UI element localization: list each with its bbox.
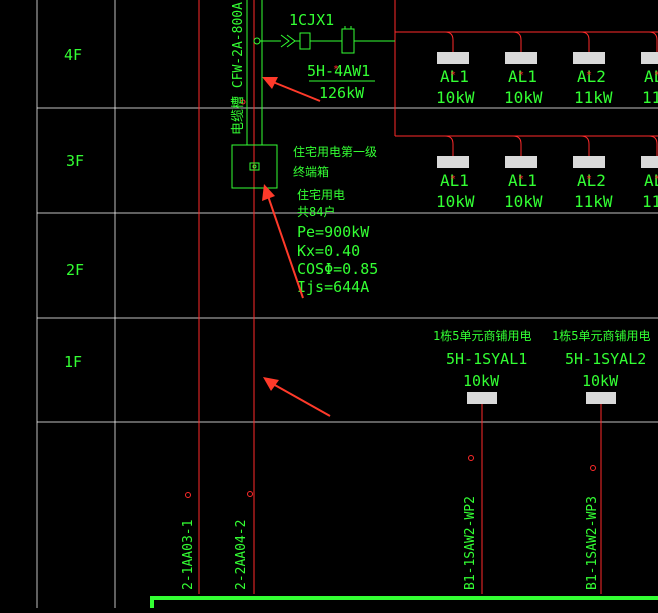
arrow-icon bbox=[273, 384, 330, 416]
arrow-head-icon bbox=[263, 377, 279, 391]
shop-box-power: 10kW bbox=[582, 372, 619, 390]
svg-text:*: * bbox=[333, 64, 339, 75]
load-cos: COSΦ=0.85 bbox=[297, 260, 378, 278]
shop-box-desc: 1栋5单元商铺用电 bbox=[433, 328, 531, 343]
load-title: 住宅用电 bbox=[297, 187, 345, 202]
arrow-head-icon bbox=[262, 184, 275, 201]
floor-labels: 4F 3F 2F 1F bbox=[64, 46, 84, 371]
box-markers: * * * * * * * * * bbox=[333, 64, 658, 185]
feeder-device: 1CJX1 bbox=[289, 11, 334, 29]
circuit-label: 2-1AA03-1 bbox=[181, 520, 196, 590]
riser-cable-label: 电缆槽 CFW-2A-800A bbox=[230, 2, 246, 135]
box-power: 10kW bbox=[436, 88, 475, 107]
load-households: 共84户 bbox=[297, 204, 335, 219]
box-power: 10kW bbox=[436, 192, 475, 211]
svg-text:*: * bbox=[518, 174, 524, 185]
svg-text:*: * bbox=[654, 70, 658, 81]
svg-text:*: * bbox=[518, 70, 524, 81]
shop-box-code: 5H-1SYAL2 bbox=[565, 350, 646, 368]
box-power: 11 bbox=[642, 88, 658, 107]
feeder-power: 126kW bbox=[319, 84, 365, 102]
load-pe: Pe=900kW bbox=[297, 223, 370, 241]
shop-box-power: 10kW bbox=[463, 372, 500, 390]
box-power: 10kW bbox=[504, 88, 543, 107]
load-calculation: 住宅用电 共84户 Pe=900kW Kx=0.40 COSΦ=0.85 Ijs… bbox=[297, 187, 378, 296]
floor-label-3f: 3F bbox=[66, 152, 84, 170]
svg-text:*: * bbox=[586, 174, 592, 185]
box-power: 11 bbox=[642, 192, 658, 211]
arrow-icon bbox=[273, 82, 320, 101]
box-power: 10kW bbox=[504, 192, 543, 211]
circuit-label: B1-1SAW2-WP3 bbox=[585, 496, 600, 590]
circuit-label: B1-1SAW2-WP2 bbox=[463, 496, 478, 590]
floor-boxes-4f: AL1 10kW AL1 10kW AL2 11kW AL 11 bbox=[436, 67, 658, 107]
svg-text:*: * bbox=[654, 174, 658, 185]
circuit-label: 2-2AA04-2 bbox=[234, 520, 249, 590]
floor-label-2f: 2F bbox=[66, 261, 84, 279]
svg-text:*: * bbox=[450, 174, 456, 185]
svg-text:*: * bbox=[586, 70, 592, 81]
box-power: 11kW bbox=[574, 88, 613, 107]
floor-label-4f: 4F bbox=[64, 46, 82, 64]
terminal-box-line2: 终端箱 bbox=[293, 164, 329, 179]
floor-label-1f: 1F bbox=[64, 353, 82, 371]
load-kx: Kx=0.40 bbox=[297, 242, 360, 260]
shop-boxes-1f: 1栋5单元商铺用电 5H-1SYAL1 10kW 1栋5单元商铺用电 5H-1S… bbox=[433, 328, 650, 390]
shop-box-code: 5H-1SYAL1 bbox=[446, 350, 527, 368]
load-ijs: Ijs=644A bbox=[297, 278, 369, 296]
floor-boxes-3f: AL1 10kW AL1 10kW AL2 11kW AL 11 bbox=[436, 171, 658, 211]
shop-box-desc: 1栋5单元商铺用电 bbox=[552, 328, 650, 343]
box-power: 11kW bbox=[574, 192, 613, 211]
terminal-box-line1: 住宅用电第一级 bbox=[293, 144, 377, 159]
bottom-circuit-labels: 2-1AA03-1 2-2AA04-2 B1-1SAW2-WP2 B1-1SAW… bbox=[181, 496, 600, 590]
svg-text:*: * bbox=[450, 70, 456, 81]
